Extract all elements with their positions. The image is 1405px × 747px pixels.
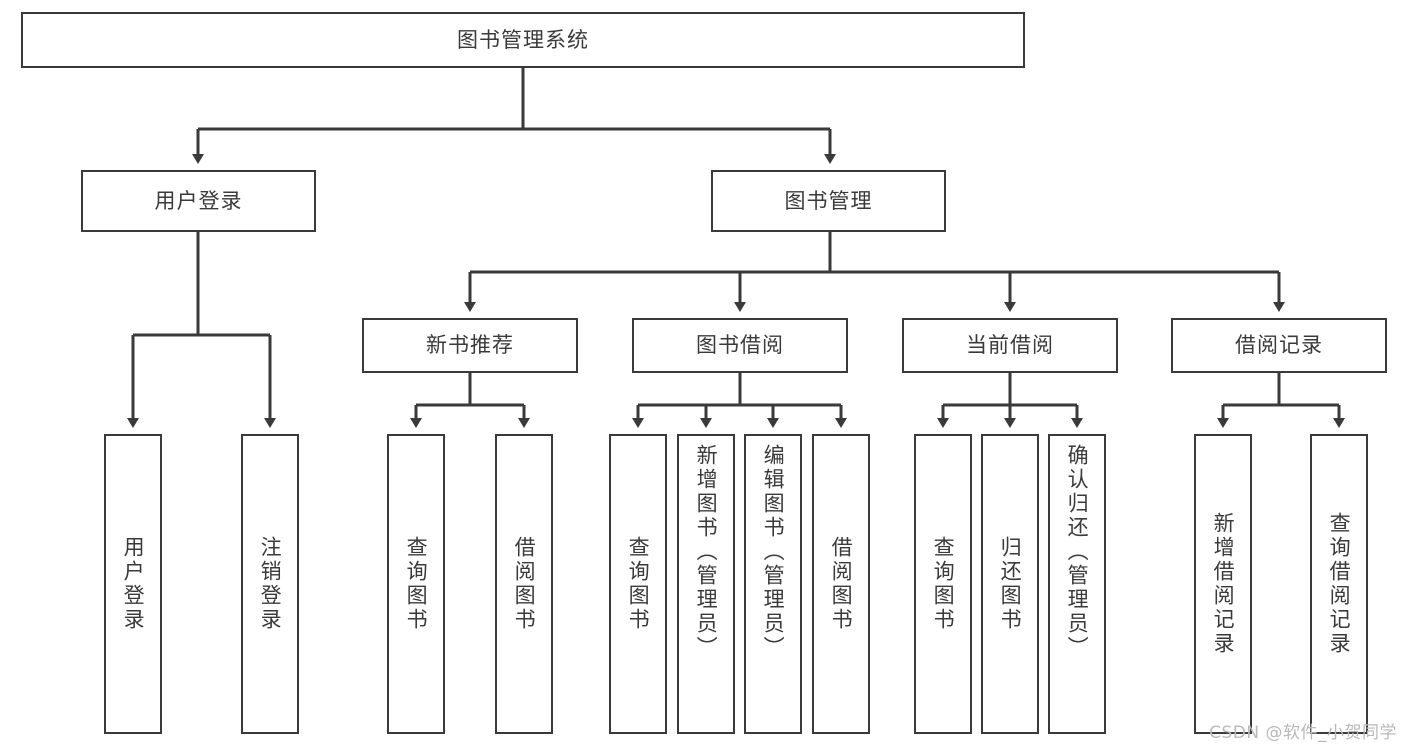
node-root[interactable]: 图书管理系统 [21, 12, 1025, 68]
node-leaf-add-record-label: 新增借阅记录 [1211, 512, 1236, 656]
node-leaf-edit-book[interactable]: 编辑图书（管理员） [744, 434, 802, 734]
node-leaf-user-login[interactable]: 用户登录 [104, 434, 162, 734]
node-user-login-label: 用户登录 [154, 188, 243, 213]
node-leaf-query-book-1-label: 查询图书 [404, 536, 429, 632]
node-book-borrow-label: 图书借阅 [696, 333, 784, 358]
node-leaf-add-book-label: 新增图书（管理员） [694, 444, 719, 660]
node-leaf-query-book-1[interactable]: 查询图书 [387, 434, 445, 734]
node-current-borrow-label: 当前借阅 [966, 333, 1054, 358]
node-leaf-logout-login-label: 注销登录 [258, 536, 283, 632]
node-leaf-query-book-3[interactable]: 查询图书 [914, 434, 972, 734]
node-borrow-record-label: 借阅记录 [1235, 333, 1323, 358]
node-leaf-borrow-book-2-label: 借阅图书 [829, 536, 854, 632]
node-leaf-confirm-return[interactable]: 确认归还（管理员） [1048, 434, 1106, 734]
node-book-management-label: 图书管理 [784, 188, 873, 213]
node-leaf-borrow-book-1-label: 借阅图书 [512, 536, 537, 632]
node-leaf-return-book[interactable]: 归还图书 [981, 434, 1039, 734]
node-leaf-query-record[interactable]: 查询借阅记录 [1310, 434, 1368, 734]
node-leaf-add-book[interactable]: 新增图书（管理员） [677, 434, 735, 734]
node-leaf-confirm-return-label: 确认归还（管理员） [1065, 444, 1090, 660]
node-leaf-logout-login[interactable]: 注销登录 [241, 434, 299, 734]
node-leaf-edit-book-label: 编辑图书（管理员） [761, 444, 786, 660]
node-user-login[interactable]: 用户登录 [81, 170, 316, 232]
node-root-label: 图书管理系统 [457, 27, 589, 52]
node-current-borrow[interactable]: 当前借阅 [902, 318, 1118, 373]
node-leaf-return-book-label: 归还图书 [998, 536, 1023, 632]
node-new-book-recommend-label: 新书推荐 [426, 333, 514, 358]
node-leaf-query-book-2[interactable]: 查询图书 [609, 434, 667, 734]
node-leaf-query-book-2-label: 查询图书 [626, 536, 651, 632]
node-book-management[interactable]: 图书管理 [711, 170, 946, 232]
node-leaf-user-login-label: 用户登录 [121, 536, 146, 632]
node-book-borrow[interactable]: 图书借阅 [632, 318, 848, 373]
node-leaf-borrow-book-2[interactable]: 借阅图书 [812, 434, 870, 734]
node-leaf-borrow-book-1[interactable]: 借阅图书 [495, 434, 553, 734]
node-borrow-record[interactable]: 借阅记录 [1171, 318, 1387, 373]
node-leaf-query-book-3-label: 查询图书 [931, 536, 956, 632]
node-leaf-query-record-label: 查询借阅记录 [1327, 512, 1352, 656]
node-new-book-recommend[interactable]: 新书推荐 [362, 318, 578, 373]
node-leaf-add-record[interactable]: 新增借阅记录 [1194, 434, 1252, 734]
